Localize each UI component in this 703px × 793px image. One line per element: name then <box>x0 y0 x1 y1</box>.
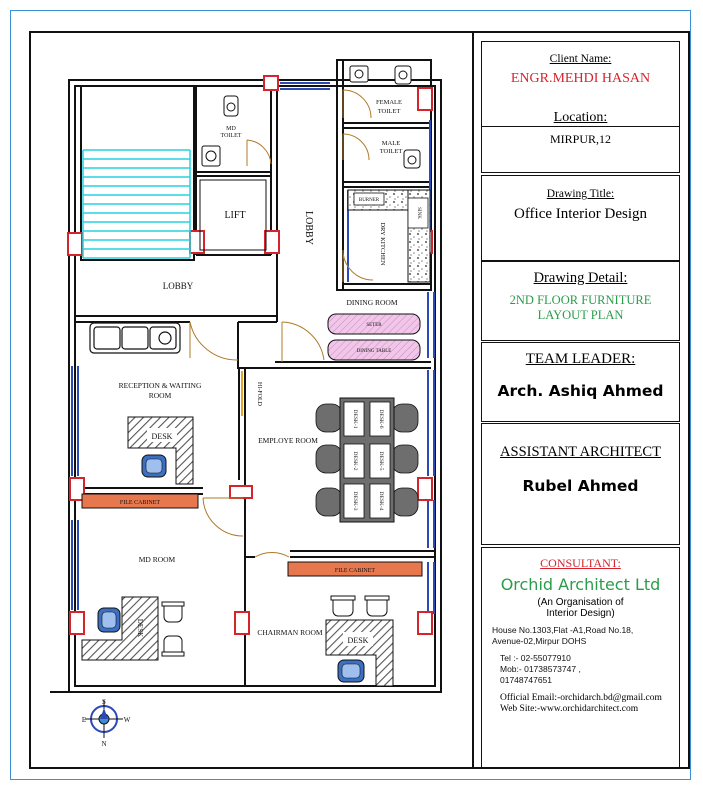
dining-table-label: DINING TABLE <box>357 349 392 354</box>
reception-desk-label-bg <box>147 428 177 442</box>
sink <box>407 197 429 229</box>
lift-box <box>199 179 267 251</box>
mob-line-1: Mob:- 01738573747 , <box>500 664 581 674</box>
location-cell: Location: MIRPUR,12 <box>481 96 680 173</box>
consultant-label: CONSULTANT: <box>540 556 621 570</box>
lobby-label: LOBBY <box>163 281 194 291</box>
inner-frame <box>29 31 690 769</box>
doors <box>189 89 374 558</box>
chairman-guest-chairs <box>330 595 390 617</box>
firm-sub-1: (An Organisation of <box>537 597 624 608</box>
chairman-desk <box>325 619 394 687</box>
file-cabinet-chairman-label: FILE CABINET <box>335 568 375 574</box>
compass-north-label: N <box>101 740 106 748</box>
file-cabinet-md-label: FILE CABINET <box>120 500 160 506</box>
chairman-desk-label-bg <box>343 632 373 646</box>
reception-desk-label: DESK <box>152 432 173 441</box>
sink-label: SINK <box>416 207 421 219</box>
columns <box>67 75 433 635</box>
drawing-detail-cell: Drawing Detail: 2ND FLOOR FURNITURE LAYO… <box>481 261 680 341</box>
seter <box>327 313 421 335</box>
md-room-label: MD ROOM <box>139 555 176 564</box>
team-leader-label: TEAM LEADER: <box>525 351 636 367</box>
email-line: Official Email:-orchidarch.bd@gmail.com <box>500 693 662 703</box>
md-guest-chairs <box>161 601 185 657</box>
team-leader-cell: TEAM LEADER: Arch. Ashiq Ahmed <box>481 342 680 422</box>
md-toilet-label-1: MD <box>226 126 236 132</box>
mob-line-2: 01748747651 <box>500 675 553 685</box>
file-cabinet-chairman <box>287 561 423 577</box>
client-label: Client Name: <box>549 53 612 65</box>
burner <box>353 192 385 206</box>
file-cabinet-md <box>81 493 199 509</box>
female-toilet-label-1: FEMALE <box>376 99 402 106</box>
tel-line: Tel :- 02-55077910 <box>500 653 571 663</box>
desk-2-label: DESK-2 <box>352 452 358 471</box>
address-line-1: House No.1303,Flat -A1,Road No.18, <box>492 625 634 635</box>
firm-name: Orchid Architect Ltd <box>500 575 661 594</box>
drawing-detail-line1: 2ND FLOOR FURNITURE <box>509 293 652 307</box>
chairman-room-label: CHAIRMAN ROOM <box>257 628 323 637</box>
employee-room-label: EMPLOYE ROOM <box>258 436 318 445</box>
drawing-detail-label: Drawing Detail: <box>533 270 628 286</box>
firm-sub-2: Interior Design) <box>546 608 615 619</box>
reception-label-1: RECEPTION & WAITING <box>119 381 202 390</box>
compass-icon <box>85 700 123 738</box>
location-label: Location: <box>553 110 608 125</box>
employee-desks <box>315 397 419 523</box>
client-name: ENGR.MEHDI HASAN <box>510 71 651 86</box>
toilet-fixtures <box>201 65 421 169</box>
windows <box>71 82 435 614</box>
title-block: Client Name: ENGR.MEHDI HASAN Location: … <box>472 33 688 767</box>
lift-label: LIFT <box>224 210 245 221</box>
desk-4-label: DESK-4 <box>378 492 384 511</box>
compass-west-label: W <box>124 716 131 724</box>
address-line-2: Avenue-02,Mirpur DOHS <box>492 636 587 646</box>
female-toilet-label-2: TOILET <box>378 108 401 115</box>
male-toilet-label-2: TOILET <box>380 148 403 155</box>
chairman-chair <box>337 659 365 683</box>
desk-1-label: DESK-1 <box>352 410 358 429</box>
drawing-title-value: Office Interior Design <box>513 206 647 222</box>
sofa <box>89 322 181 354</box>
assistant-cell: ASSISTANT ARCHITECT Rubel Ahmed <box>481 423 680 545</box>
compass-east-label: E <box>82 716 86 724</box>
assistant-name: Rubel Ahmed <box>522 477 639 495</box>
web-line: Web Site:-www.orchidarchitect.com <box>500 704 639 714</box>
hi-fold-label: HI-FOLD <box>256 382 262 407</box>
location-value: MIRPUR,12 <box>549 132 611 146</box>
drawing-detail-line2: LAYOUT PLAN <box>537 308 624 322</box>
desk-3-label: DESK-3 <box>352 492 358 511</box>
md-desk <box>81 596 159 661</box>
dry-kitchen-label: DRY KITCHEN <box>379 222 386 266</box>
md-desk-label: DESK <box>136 619 144 637</box>
compass-south-label: S <box>102 698 106 706</box>
outer-frame <box>10 10 691 780</box>
md-chair <box>97 607 121 633</box>
drawing-title-cell: Drawing Title: Office Interior Design <box>481 175 680 261</box>
team-leader-name: Arch. Ashiq Ahmed <box>497 382 664 400</box>
male-toilet-label-1: MALE <box>382 140 400 147</box>
chairman-desk-label: DESK <box>348 636 369 645</box>
seter-label: SETER <box>366 323 382 328</box>
lobby-vertical-label: LOBBY <box>303 211 314 245</box>
assistant-label: ASSISTANT ARCHITECT <box>500 444 661 460</box>
desk-6-label: DESK-6 <box>378 410 384 429</box>
dining-table <box>327 339 421 361</box>
dining-room-label: DINING ROOM <box>346 298 397 307</box>
staircase <box>82 149 191 259</box>
burner-label: BURNER <box>359 198 380 203</box>
reception-chair <box>141 454 167 478</box>
desk-5-label: DESK-5 <box>378 452 384 471</box>
drawing-title-label: Drawing Title: <box>546 188 615 200</box>
consultant-cell: CONSULTANT: Orchid Architect Ltd (An Org… <box>481 547 680 767</box>
room-labels: MD TOILET FEMALE TOILET MALE TOILET LIFT… <box>82 99 421 748</box>
reception-label-2: ROOM <box>149 391 172 400</box>
client-cell: Client Name: ENGR.MEHDI HASAN <box>481 41 680 127</box>
md-toilet-label-2: TOILET <box>221 133 242 139</box>
